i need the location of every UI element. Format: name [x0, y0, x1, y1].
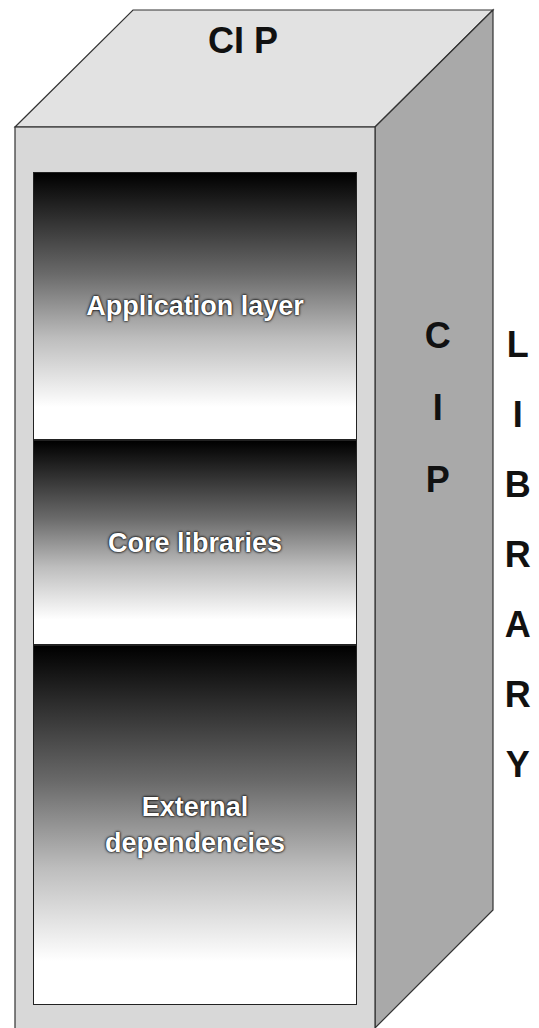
- band-content: Application layer: [34, 173, 356, 439]
- band-content: Core libraries: [34, 441, 356, 644]
- cuboid-front: [15, 127, 375, 1028]
- layer-name: Core libraries: [108, 525, 282, 561]
- layer-band: Core libraries: [33, 440, 357, 645]
- side-label: C I P: [418, 300, 458, 516]
- layer-name: Application layer: [86, 288, 304, 324]
- layer-band: Application layer: [33, 172, 357, 440]
- top-label: CI P: [208, 16, 278, 66]
- layer-name: External dependencies: [70, 789, 320, 861]
- band-content: External dependencies: [34, 646, 356, 1004]
- side-title: L I B R A R Y: [498, 310, 538, 800]
- layer-band: External dependencies: [33, 645, 357, 1005]
- cuboid-side: [375, 10, 493, 1028]
